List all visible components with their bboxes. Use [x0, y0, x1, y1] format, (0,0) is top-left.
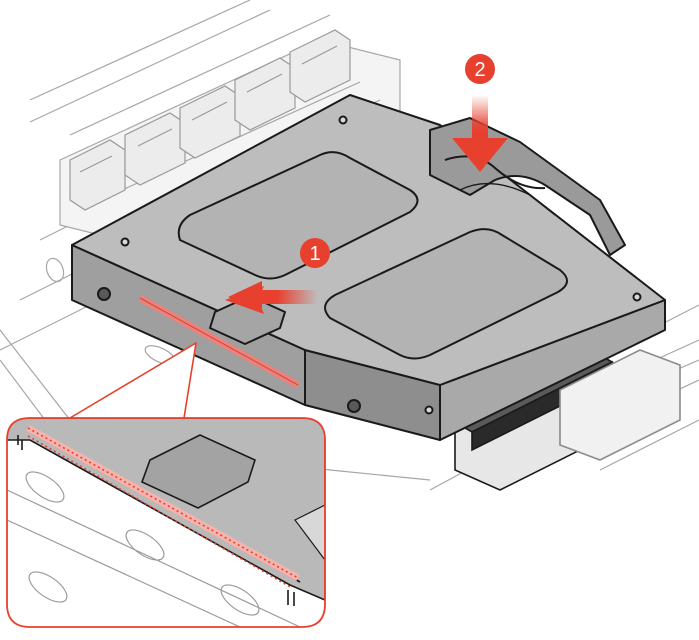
numbered-circle-icon — [465, 54, 495, 84]
step-1-marker: 1 — [300, 238, 330, 268]
step-2-marker: 2 — [465, 54, 495, 84]
callout-pointer — [69, 342, 197, 419]
callout-zoom-box — [6, 417, 326, 628]
step-2-arrow-icon — [452, 95, 508, 172]
rear-ports — [69, 29, 351, 211]
step-1-label: 1 — [309, 243, 320, 265]
step-2-label: 2 — [474, 59, 485, 81]
numbered-circle-icon — [300, 238, 330, 268]
